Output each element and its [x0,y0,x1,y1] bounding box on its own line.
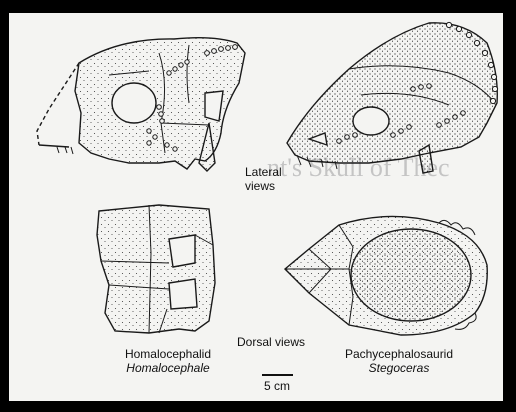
dorsal-views-label: Dorsal views [237,335,305,349]
left-group-label: Homalocephalid [103,347,233,361]
homalocephale-lateral-skull [37,38,245,171]
stegoceras-dorsal-skull [285,216,487,335]
homalocephale-dorsal-skull [97,205,215,333]
stegoceras-lateral-skull [287,22,498,173]
lateral-label-line1: Lateral [245,165,282,179]
left-genus-label: Homalocephale [103,361,233,375]
figure-panel: nt's Skull of Thec [9,13,503,401]
right-genus-label: Stegoceras [329,361,469,375]
scale-label: 5 cm [257,379,297,393]
right-group-label: Pachycephalosaurid [329,347,469,361]
lateral-label-line2: views [245,179,275,193]
